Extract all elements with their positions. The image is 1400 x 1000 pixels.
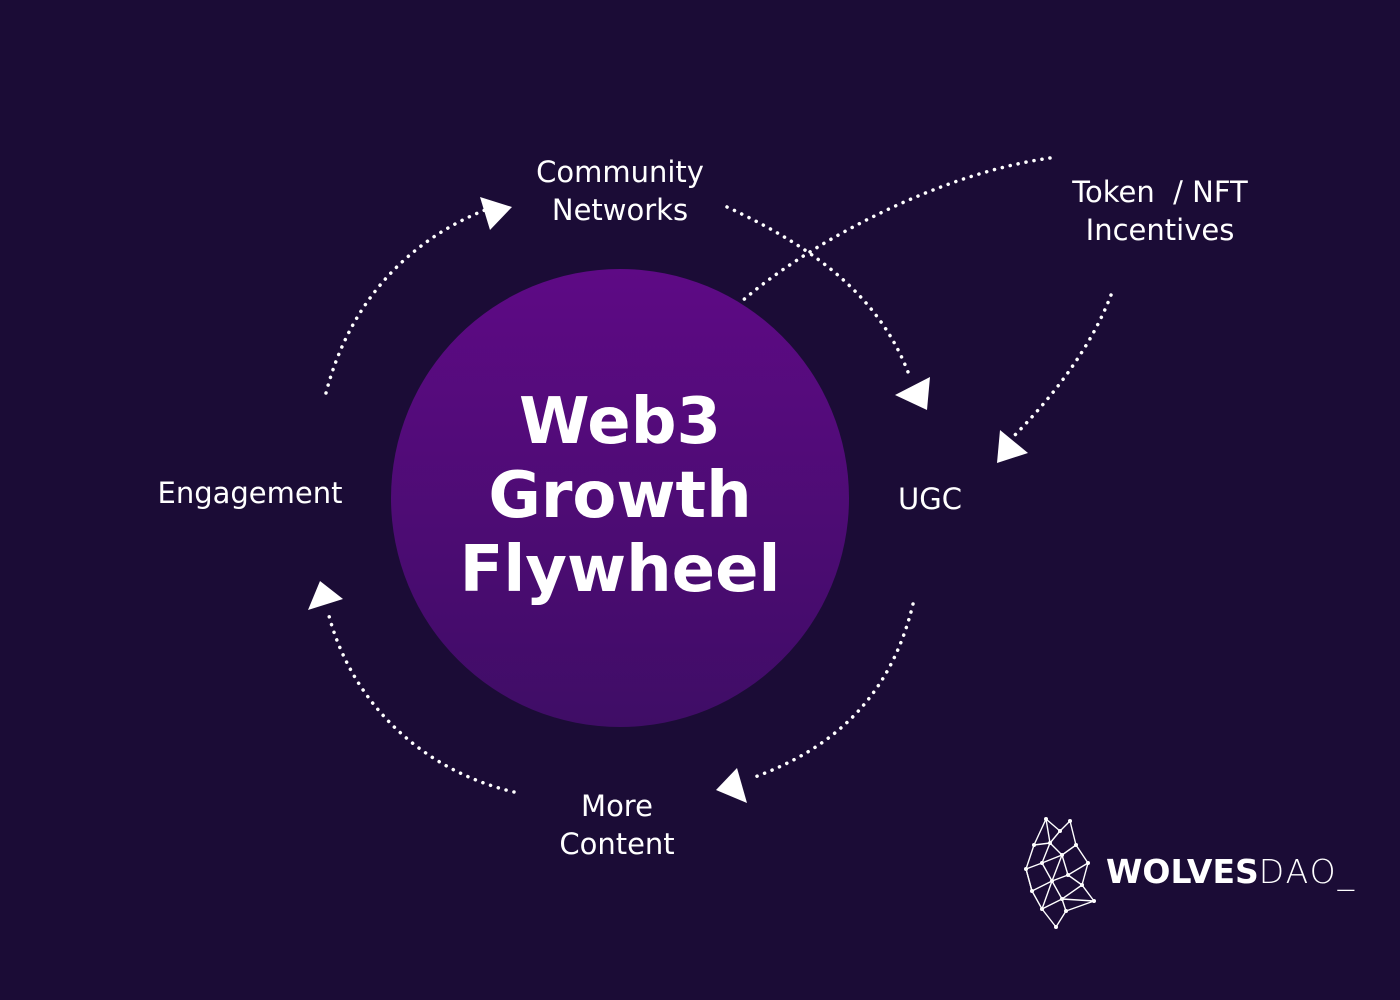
center-title-line: Flywheel <box>459 533 781 607</box>
node-engagement: Engagement <box>120 474 380 512</box>
brand-word-bold: WOLVES <box>1106 852 1259 891</box>
center-circle <box>391 269 849 727</box>
node-label-line: Token / NFT <box>1072 175 1248 209</box>
arrow-ugc-to-more <box>750 602 915 780</box>
brand-word-light: DAO_ <box>1258 852 1357 891</box>
arrow-more-to-engagement <box>326 610 516 794</box>
node-label-line: UGC <box>898 482 962 516</box>
node-label-line: More <box>581 789 653 823</box>
node-label-line: Engagement <box>157 476 343 510</box>
node-token-nft-incentives: Token / NFT Incentives <box>1040 173 1280 249</box>
node-label-line: Networks <box>551 193 689 227</box>
node-ugc: UGC <box>860 480 1000 518</box>
arrowhead-engagement <box>308 581 343 610</box>
arrow-engagement-to-community <box>324 208 487 395</box>
node-label-line: Incentives <box>1085 213 1235 247</box>
node-label-line: Content <box>559 827 675 861</box>
center-title-line: Web3 <box>518 385 722 459</box>
center-title: Web3 Growth Flywheel <box>395 385 845 607</box>
arrow-token-to-ugc <box>1008 293 1113 442</box>
node-more-content: More Content <box>497 787 737 863</box>
node-community-networks: Community Networks <box>490 153 750 229</box>
arrow-token-to-circle <box>739 156 1052 304</box>
center-title-line: Growth <box>488 459 752 533</box>
brand-wordmark: WOLVESDAO_ <box>1106 852 1356 892</box>
arrowhead-ugc-1 <box>895 377 930 410</box>
arrowhead-ugc-2 <box>997 430 1028 463</box>
brand-logo: WOLVESDAO_ <box>1010 815 1354 935</box>
wolf-head-icon <box>1024 817 1096 929</box>
arrowhead-community <box>480 197 512 230</box>
arrowhead-more <box>716 768 747 803</box>
node-label-line: Community <box>536 155 704 189</box>
